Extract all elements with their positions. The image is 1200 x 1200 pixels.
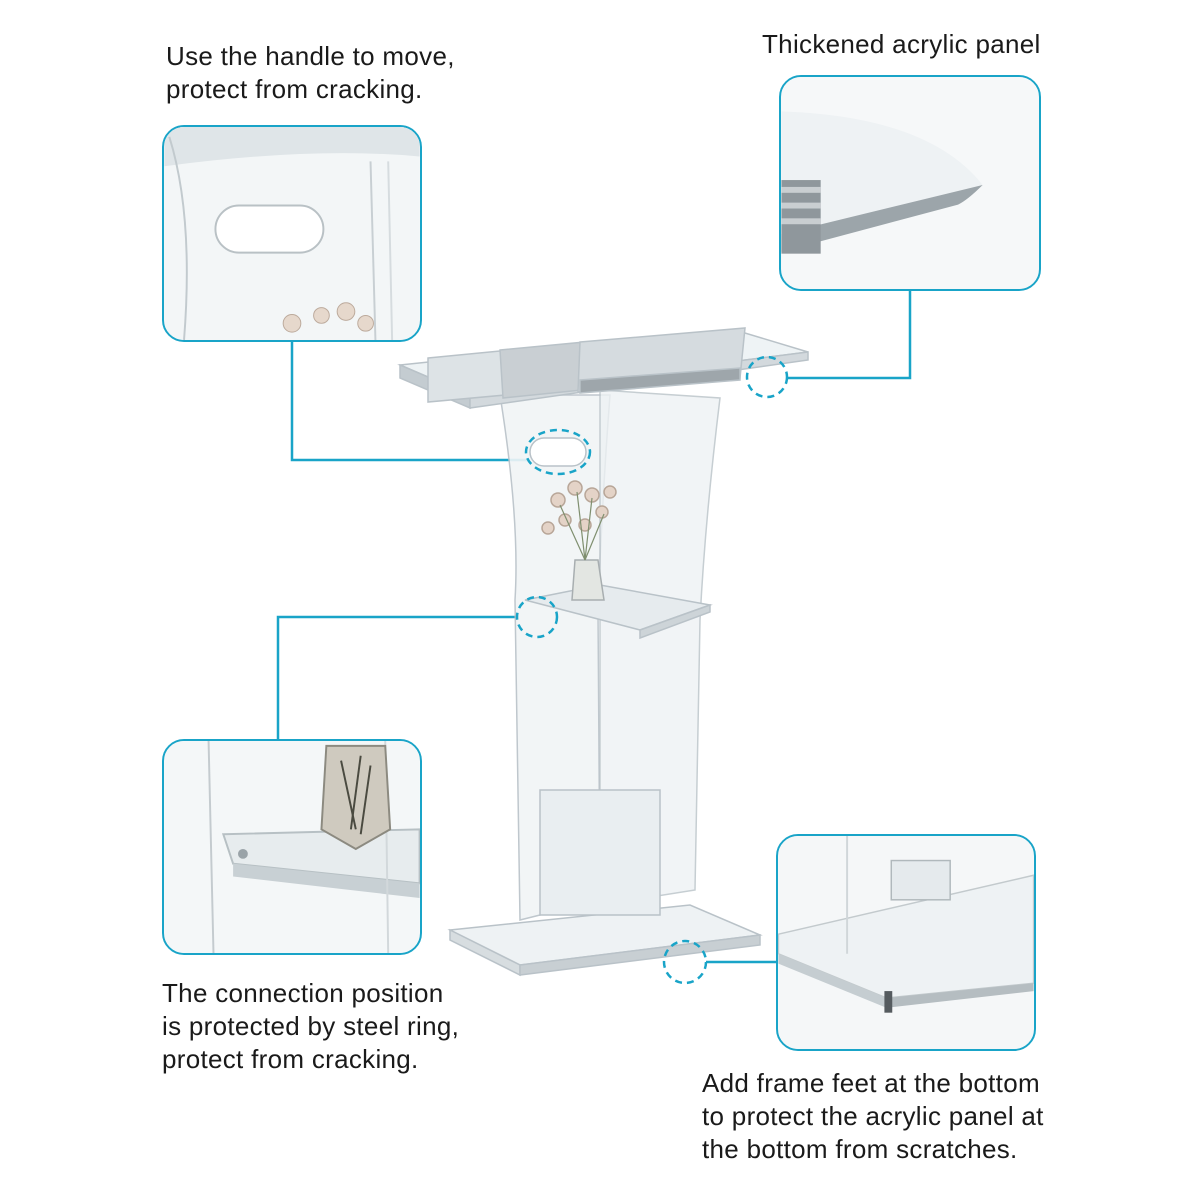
handle-caption-line: protect from cracking. bbox=[166, 74, 423, 104]
connection-caption-line: The connection position bbox=[162, 978, 444, 1008]
connection-detail-image bbox=[164, 741, 420, 953]
feet-caption-line: the bottom from scratches. bbox=[702, 1134, 1018, 1164]
feet-detail-panel bbox=[776, 834, 1036, 1051]
handle-caption: Use the handle to move, protect from cra… bbox=[166, 40, 455, 106]
connection-caption-line: is protected by steel ring, bbox=[162, 1011, 460, 1041]
panel-caption: Thickened acrylic panel bbox=[762, 28, 1041, 61]
handle-leader-line bbox=[290, 342, 528, 462]
handle-highlight bbox=[524, 428, 592, 476]
handle-detail-image bbox=[164, 127, 420, 340]
podium bbox=[397, 327, 809, 977]
connection-leader-line bbox=[276, 615, 518, 740]
panel-highlight bbox=[745, 355, 789, 399]
feet-caption-line: Add frame feet at the bottom bbox=[702, 1068, 1040, 1098]
feet-caption-line: to protect the acrylic panel at bbox=[702, 1101, 1044, 1131]
handle-caption-line: Use the handle to move, bbox=[166, 41, 455, 71]
handle-detail-panel bbox=[162, 125, 422, 342]
panel-detail-panel bbox=[779, 75, 1041, 291]
connection-caption-line: protect from cracking. bbox=[162, 1044, 419, 1074]
feet-detail-image bbox=[778, 836, 1034, 1049]
connection-highlight bbox=[515, 595, 559, 639]
panel-caption-line: Thickened acrylic panel bbox=[762, 29, 1041, 59]
feet-highlight bbox=[662, 939, 708, 985]
feet-caption: Add frame feet at the bottom to protect … bbox=[702, 1067, 1044, 1166]
panel-leader-line bbox=[786, 290, 912, 380]
connection-caption: The connection position is protected by … bbox=[162, 977, 459, 1076]
connection-detail-panel bbox=[162, 739, 422, 955]
panel-detail-image bbox=[781, 77, 1039, 289]
